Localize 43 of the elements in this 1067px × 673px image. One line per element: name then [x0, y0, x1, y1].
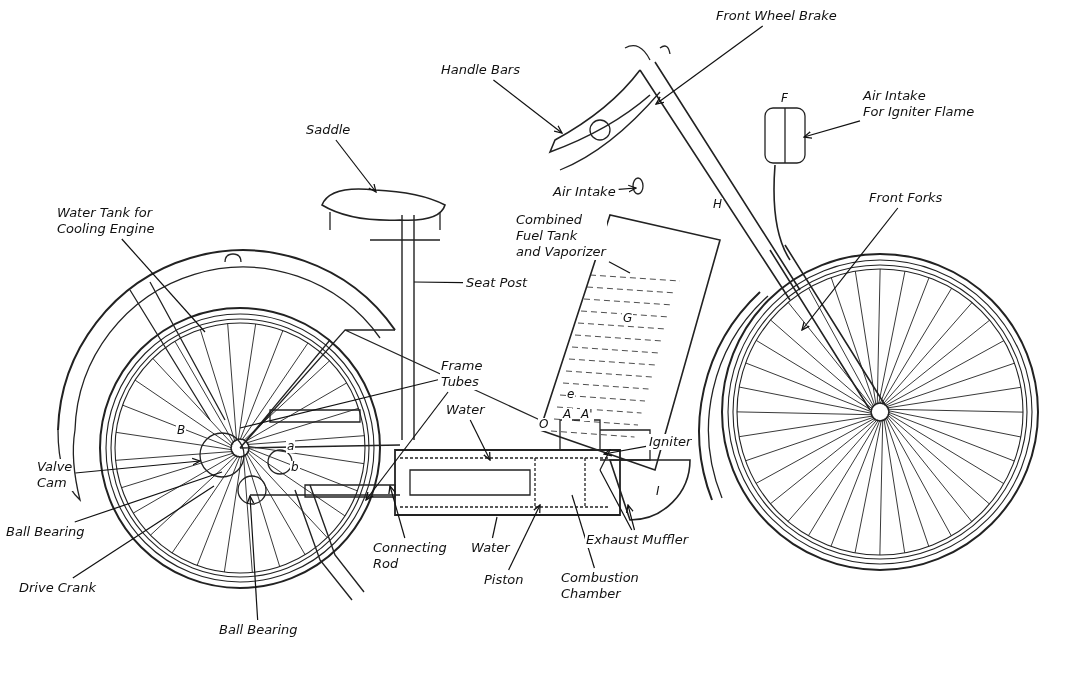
leader-line — [121, 238, 206, 333]
reference-letter: B — [176, 424, 187, 437]
part-label: Air Intake For Igniter Flame — [862, 88, 976, 120]
part-label: Combined Fuel Tank and Vaporizer — [515, 212, 607, 260]
part-label: Frame Tubes — [440, 358, 484, 390]
leader-line — [239, 379, 439, 429]
part-label: Igniter — [648, 434, 693, 450]
leader-line — [469, 419, 491, 461]
leader-line — [803, 120, 861, 139]
leader-line — [72, 485, 215, 579]
reference-letter: e — [566, 388, 576, 401]
leader-line — [492, 79, 563, 134]
leader-line — [603, 445, 647, 457]
leader-line — [801, 207, 899, 331]
reference-letter: G — [622, 312, 634, 325]
part-label: Ball Bearing — [5, 524, 86, 540]
part-label: Ball Bearing — [218, 622, 299, 638]
leader-line — [365, 391, 449, 501]
reference-letter: H — [712, 198, 724, 211]
leader-line — [413, 281, 464, 284]
leader-line — [571, 494, 595, 569]
leader-line — [599, 469, 633, 531]
leader-line — [335, 139, 377, 193]
leader-line — [626, 504, 636, 531]
reference-letter: I — [655, 485, 661, 498]
leader-line — [388, 485, 406, 539]
part-label: Water Tank for Cooling Engine — [56, 205, 156, 237]
reference-letter: F — [780, 92, 789, 105]
leader-line — [74, 471, 223, 523]
leader-line — [508, 504, 541, 571]
leader-line — [618, 184, 637, 193]
leader-line — [246, 495, 259, 621]
leader-line — [655, 25, 764, 105]
leader-line — [74, 457, 201, 474]
reference-letter: b — [290, 461, 300, 474]
reference-letter: O — [538, 418, 550, 431]
reference-letter: A — [562, 408, 573, 421]
part-label: Exhaust Muffler — [585, 532, 690, 548]
part-label: Valve Cam — [36, 459, 74, 491]
reference-letter: A' — [580, 408, 594, 421]
leader-line — [608, 261, 631, 274]
leader-line — [491, 516, 498, 539]
reference-letter: a — [286, 440, 296, 453]
